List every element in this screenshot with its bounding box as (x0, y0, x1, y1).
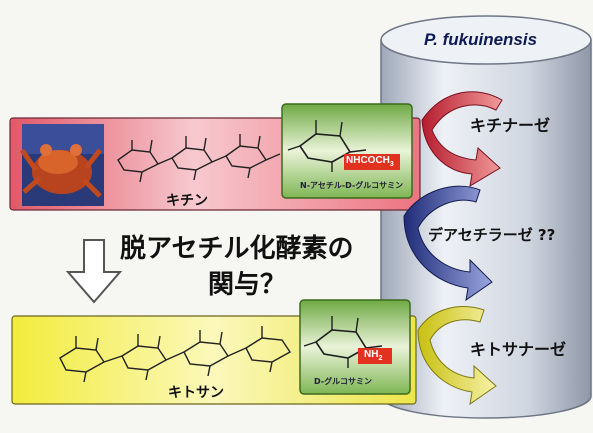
amino-group-main: NH (364, 349, 379, 360)
cylinder-title: P. fukuinensis (424, 30, 538, 49)
chitin-unit-label: N-アセチル-D-グルコサミン (300, 181, 404, 190)
deacetylase-involvement-line2: 関与？ (208, 270, 287, 300)
chitosan-chain (59, 326, 292, 383)
acetyl-group-text: NHCOCH3 (346, 155, 394, 168)
crab-photo (19, 124, 104, 206)
conversion-down-arrow (65, 239, 123, 304)
chitin-unit-inset (281, 103, 413, 199)
chitosan-unit-inset (299, 299, 411, 395)
chitosan-name: キトサン (168, 385, 224, 401)
amino-group-subscript: 2 (378, 355, 383, 362)
chitosanase-label: キトサナーゼ (470, 340, 567, 359)
chitin-chain (117, 134, 281, 183)
chitin-band (9, 103, 421, 211)
chitosanase-arrow (417, 306, 497, 406)
acetyl-group-subscript: 3 (389, 161, 394, 168)
amino-group-box (358, 348, 392, 364)
chitin-name: キチン (166, 193, 208, 209)
deacetylase-label: デアセチラーゼ ?? (428, 226, 556, 244)
chitinase-label: キチナーゼ (470, 116, 551, 135)
chitosan-unit-label: D-グルコサミン (314, 377, 372, 386)
acetyl-group-main: NHCOCH (346, 155, 390, 166)
acetyl-group-box (344, 154, 400, 170)
deacetylase-involvement-line1: 脱アセチル化酵素の (120, 234, 354, 264)
chitosan-band (11, 299, 417, 405)
deacetylase-arrow (403, 185, 493, 302)
amino-group-text: NH2 (364, 349, 382, 362)
chitinase-arrow (421, 91, 503, 187)
